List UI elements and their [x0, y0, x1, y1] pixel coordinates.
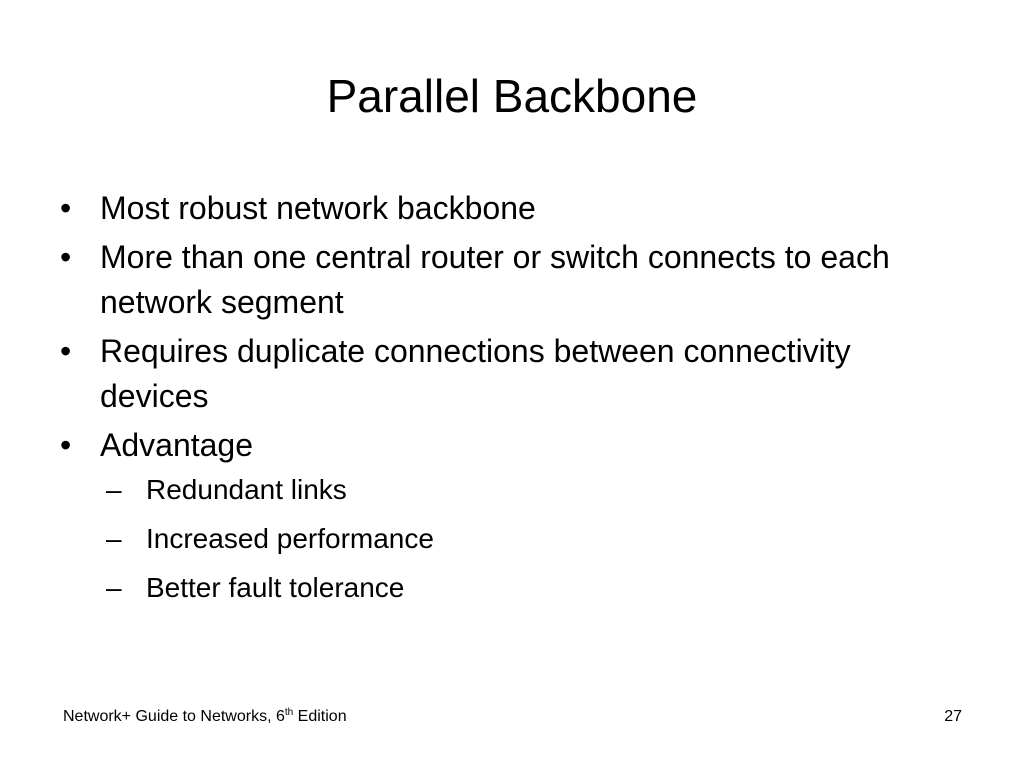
sub-bullet-marker: –: [106, 523, 122, 554]
bullet-item: • Most robust network backbone: [60, 186, 960, 231]
bullet-marker: •: [60, 190, 72, 226]
sub-bullet-text: Increased performance: [146, 523, 434, 554]
sub-bullet-item: – Better fault tolerance: [106, 568, 960, 608]
bullet-text: Advantage: [100, 427, 254, 463]
sub-bullet-text: Better fault tolerance: [146, 572, 405, 603]
bullet-marker: •: [60, 333, 72, 369]
bullet-text: More than one central router or switch c…: [100, 239, 890, 320]
bullet-text: Requires duplicate connections between c…: [100, 333, 851, 414]
sub-bullet-item: – Increased performance: [106, 519, 960, 559]
footer-title-suffix: Edition: [293, 708, 347, 725]
slide-body: • Most robust network backbone • More th…: [60, 186, 960, 617]
slide-title: Parallel Backbone: [326, 70, 698, 122]
bullet-item: • More than one central router or switch…: [60, 235, 960, 325]
bullet-item: • Advantage: [60, 423, 960, 468]
bullet-marker: •: [60, 239, 72, 275]
bullet-text: Most robust network backbone: [100, 190, 536, 226]
footer-book-title: Network+ Guide to Networks, 6th Edition: [63, 706, 347, 728]
footer-title-superscript: th: [284, 707, 294, 718]
sub-bullet-item: – Redundant links: [106, 470, 960, 510]
sub-bullet-marker: –: [106, 474, 122, 505]
page-number: 27: [944, 708, 962, 725]
bullet-marker: •: [60, 427, 72, 463]
bullet-item: • Requires duplicate connections between…: [60, 329, 960, 419]
sub-bullet-marker: –: [106, 572, 122, 603]
sub-bullet-text: Redundant links: [146, 474, 347, 505]
footer-title-prefix: Network+ Guide to Networks, 6: [63, 708, 285, 725]
